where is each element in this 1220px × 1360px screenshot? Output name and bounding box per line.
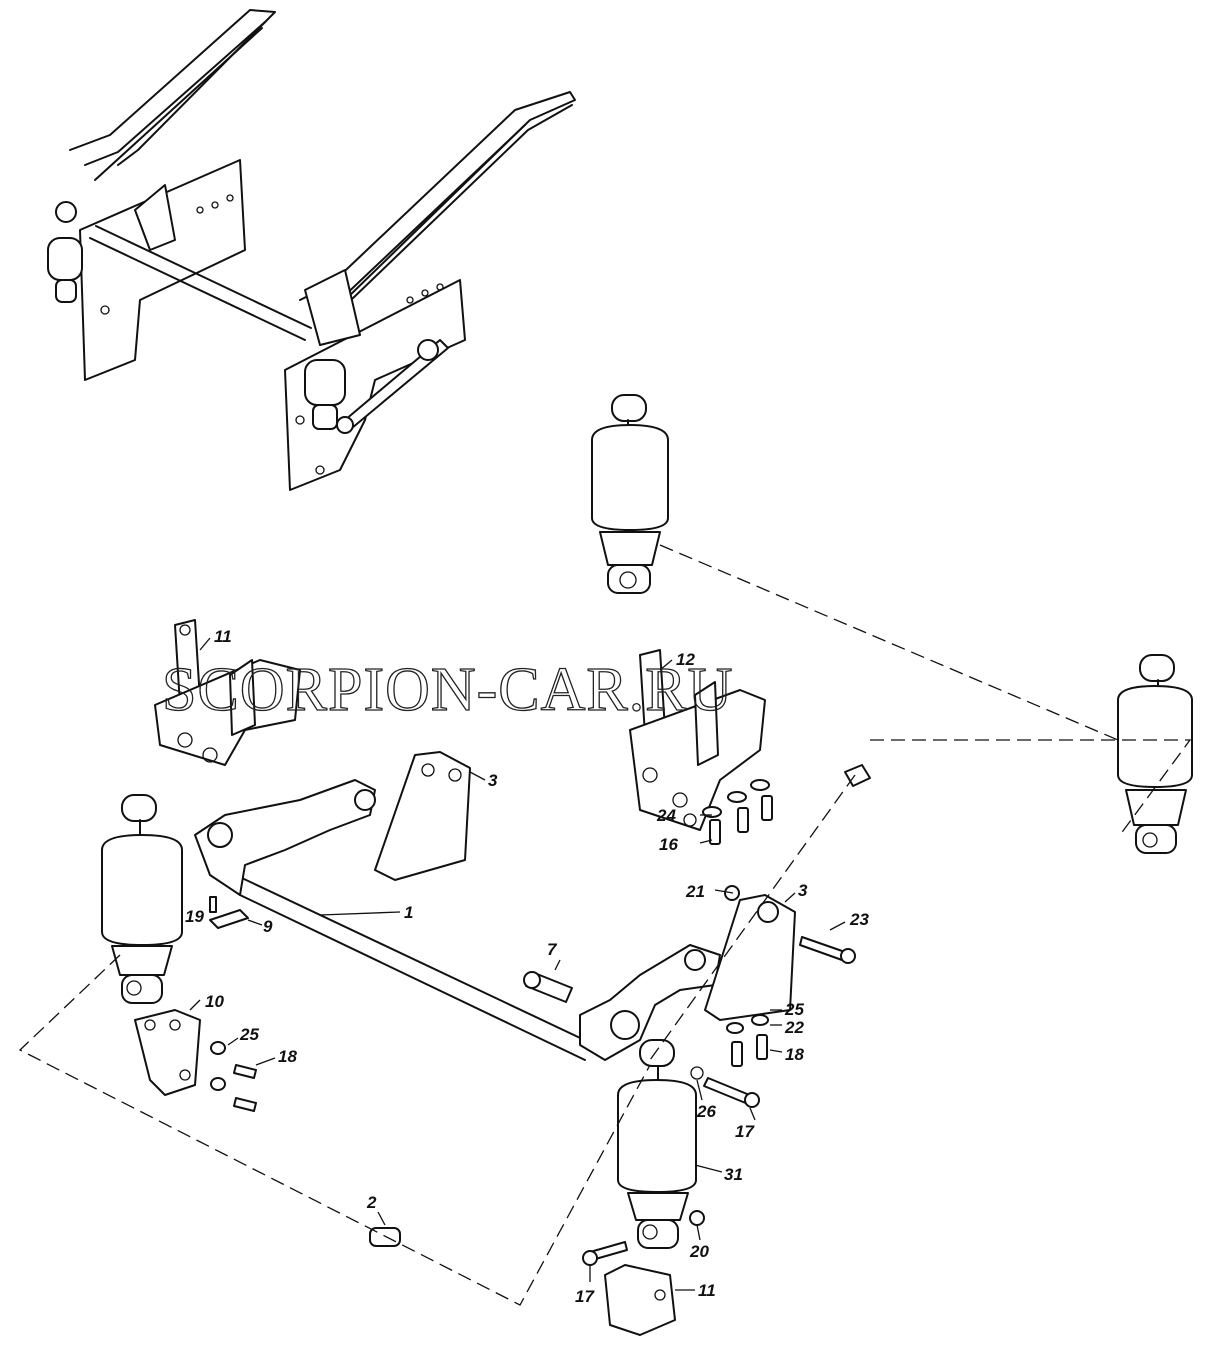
callout-25-right: 25 bbox=[784, 1000, 804, 1019]
callouts: 11 12 3 24 16 1 19 9 21 3 23 7 10 25 22 … bbox=[185, 627, 869, 1306]
callout-1: 1 bbox=[404, 903, 413, 922]
callout-25-left: 25 bbox=[239, 1025, 259, 1044]
callout-31: 31 bbox=[724, 1165, 743, 1184]
callout-22: 22 bbox=[784, 1018, 804, 1037]
bracket-10 bbox=[134, 1009, 201, 1096]
air-spring-far-right bbox=[1117, 654, 1193, 854]
callout-9: 9 bbox=[263, 917, 273, 936]
bracket-11-lower bbox=[604, 1264, 676, 1336]
stabilizer-bar-1 bbox=[194, 779, 721, 1061]
air-spring-upper bbox=[591, 394, 669, 594]
air-spring-31 bbox=[617, 1039, 697, 1249]
callout-17-right: 17 bbox=[735, 1122, 755, 1141]
callout-18-left: 18 bbox=[278, 1047, 297, 1066]
air-spring-left bbox=[101, 794, 183, 1004]
callout-20: 20 bbox=[689, 1242, 709, 1261]
bracket-3-lower bbox=[704, 894, 796, 1021]
callout-16: 16 bbox=[659, 835, 678, 854]
callout-3-lower: 3 bbox=[798, 881, 808, 900]
bracket-3-upper bbox=[374, 751, 471, 881]
callout-17-lower: 17 bbox=[575, 1287, 595, 1306]
callout-21: 21 bbox=[685, 882, 705, 901]
assembly-lines bbox=[18, 544, 1192, 1306]
callout-18-right: 18 bbox=[785, 1045, 804, 1064]
callout-19: 19 bbox=[185, 907, 204, 926]
callout-2: 2 bbox=[366, 1193, 377, 1212]
callout-7: 7 bbox=[547, 940, 558, 959]
callout-23: 23 bbox=[849, 910, 869, 929]
leader-lines bbox=[189, 637, 846, 1291]
hardware bbox=[209, 764, 871, 1266]
bracket-12-right bbox=[629, 649, 766, 831]
callout-11-left: 11 bbox=[214, 627, 232, 646]
chassis-frame-assembly bbox=[47, 9, 576, 491]
callout-3-upper: 3 bbox=[488, 771, 498, 790]
callout-26: 26 bbox=[696, 1102, 716, 1121]
callout-10: 10 bbox=[205, 992, 224, 1011]
callout-24: 24 bbox=[656, 806, 676, 825]
watermark: SCORPION-CAR.RU bbox=[162, 656, 733, 724]
callout-11-lower: 11 bbox=[698, 1281, 716, 1300]
bracket-11-left bbox=[154, 619, 301, 766]
callout-12: 12 bbox=[676, 650, 695, 669]
